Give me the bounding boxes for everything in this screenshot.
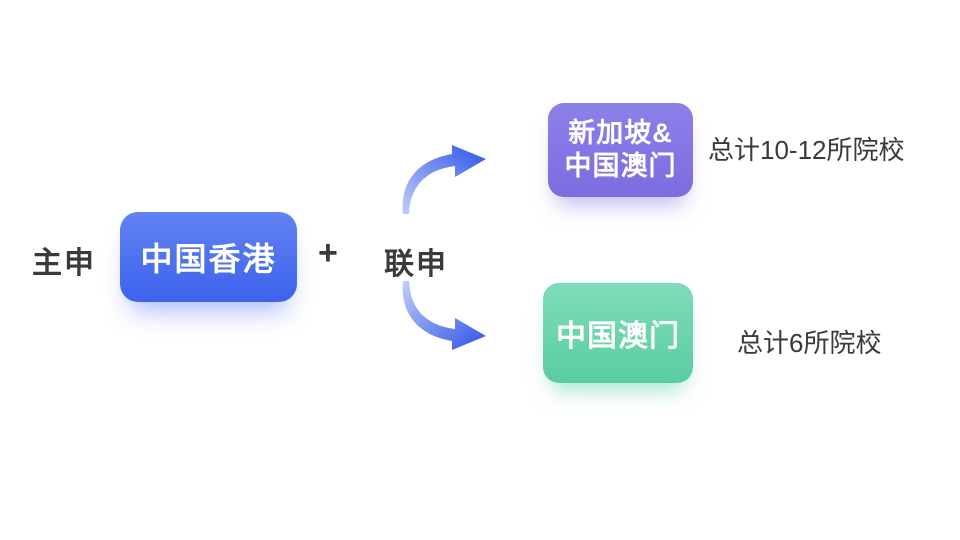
plus-sign: + — [318, 234, 338, 272]
primary-node-label: 中国香港 — [140, 241, 277, 277]
curved-arrow-down-icon — [402, 281, 486, 350]
branch-node-singapore-macau-line2: 中国澳门 — [564, 151, 677, 181]
curved-arrow-up-icon — [402, 145, 486, 214]
branch-node-macau-label: 中国澳门 — [556, 320, 680, 353]
main-application-label: 主申 — [32, 247, 96, 280]
annotation-bottom-total: 总计6所院校 — [737, 328, 882, 358]
annotation-top-total: 总计10-12所院校 — [708, 135, 905, 165]
branch-node-singapore-macau: 新加坡& 中国澳门 — [548, 103, 693, 197]
primary-node-hong-kong: 中国香港 — [120, 212, 297, 302]
branch-node-singapore-macau-line1: 新加坡& — [568, 118, 673, 148]
joint-application-label: 联申 — [384, 248, 448, 281]
branch-node-macau: 中国澳门 — [543, 283, 693, 383]
